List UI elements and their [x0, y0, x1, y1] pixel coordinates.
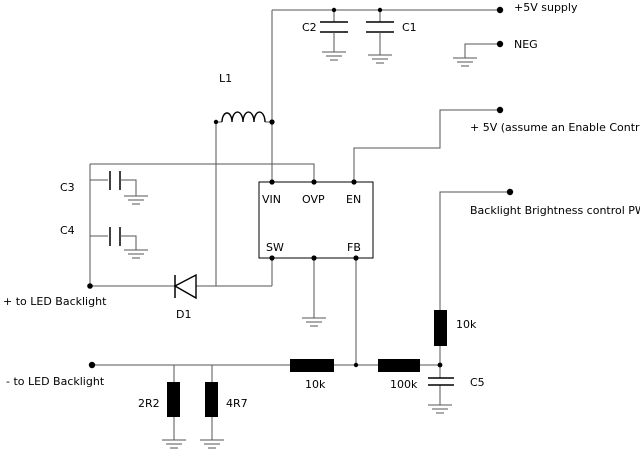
- capacitor-c2: C2: [302, 21, 348, 61]
- label-d1: D1: [176, 308, 191, 321]
- port-led-plus: + to LED Backlight: [3, 295, 107, 308]
- label-10k-pwm: 10k: [456, 318, 477, 331]
- ic-pin-fb: FB: [347, 241, 361, 254]
- label-led-minus: - to LED Backlight: [6, 375, 105, 388]
- label-enable: + 5V (assume an Enable Control): [470, 121, 640, 134]
- resistor-10k-pwm: 10k: [434, 310, 477, 346]
- capacitor-c4: C4: [60, 224, 148, 259]
- wire-pwm: [439, 191, 510, 310]
- wire-enable: [353, 109, 500, 182]
- label-l1: L1: [219, 72, 232, 85]
- label-2r2: 2R2: [138, 397, 160, 410]
- wire-left-rail: [89, 164, 175, 287]
- resistor-100k: 100k: [378, 359, 420, 391]
- terminal-pwm: [506, 188, 514, 196]
- inductor-l1: L1: [219, 72, 266, 123]
- inductor-coil: [221, 111, 266, 123]
- label-supply: +5V supply: [514, 1, 578, 14]
- ic-pin-en: EN: [346, 193, 361, 206]
- regulator-ic: VIN OVP EN SW FB: [258, 181, 374, 259]
- port-pwm: Backlight Brightness control PWM: [470, 188, 640, 217]
- capacitor-c3: C3: [60, 171, 148, 205]
- ic-ground-symbol: [302, 317, 326, 327]
- ic-pin-sw: SW: [266, 241, 284, 254]
- resistor-10k-fb: 10k: [290, 359, 334, 391]
- ic-pin-ovp: OVP: [302, 193, 325, 206]
- label-c2: C2: [302, 21, 317, 34]
- terminal-led-minus: [88, 361, 96, 369]
- terminal-enable: [496, 106, 504, 114]
- label-pwm: Backlight Brightness control PWM: [470, 204, 640, 217]
- resistor-4r7: 4R7: [200, 382, 248, 449]
- wire-ovp: [90, 163, 315, 182]
- label-c4: C4: [60, 224, 75, 237]
- label-4r7: 4R7: [226, 397, 248, 410]
- junctions: [87, 7, 443, 368]
- label-c3: C3: [60, 181, 75, 194]
- ic-pin-vin: VIN: [262, 193, 281, 206]
- label-led-plus: + to LED Backlight: [3, 295, 107, 308]
- port-supply: +5V supply: [496, 1, 578, 14]
- label-c5: C5: [470, 376, 485, 389]
- label-10k-fb: 10k: [305, 378, 326, 391]
- port-enable: + 5V (assume an Enable Control): [470, 106, 640, 134]
- wires: [89, 9, 510, 440]
- label-neg: NEG: [514, 38, 538, 51]
- capacitor-c5: C5: [428, 376, 485, 414]
- label-c1: C1: [402, 21, 417, 34]
- neg-ground: NEG: [453, 38, 538, 67]
- capacitor-c1: C1: [366, 21, 417, 64]
- resistor-2r2: 2R2: [138, 382, 186, 449]
- terminal-supply: [496, 6, 504, 14]
- terminal-neg: [496, 40, 504, 48]
- port-led-minus: - to LED Backlight: [6, 361, 105, 388]
- diode-d1: D1: [173, 273, 197, 321]
- label-100k: 100k: [390, 378, 418, 391]
